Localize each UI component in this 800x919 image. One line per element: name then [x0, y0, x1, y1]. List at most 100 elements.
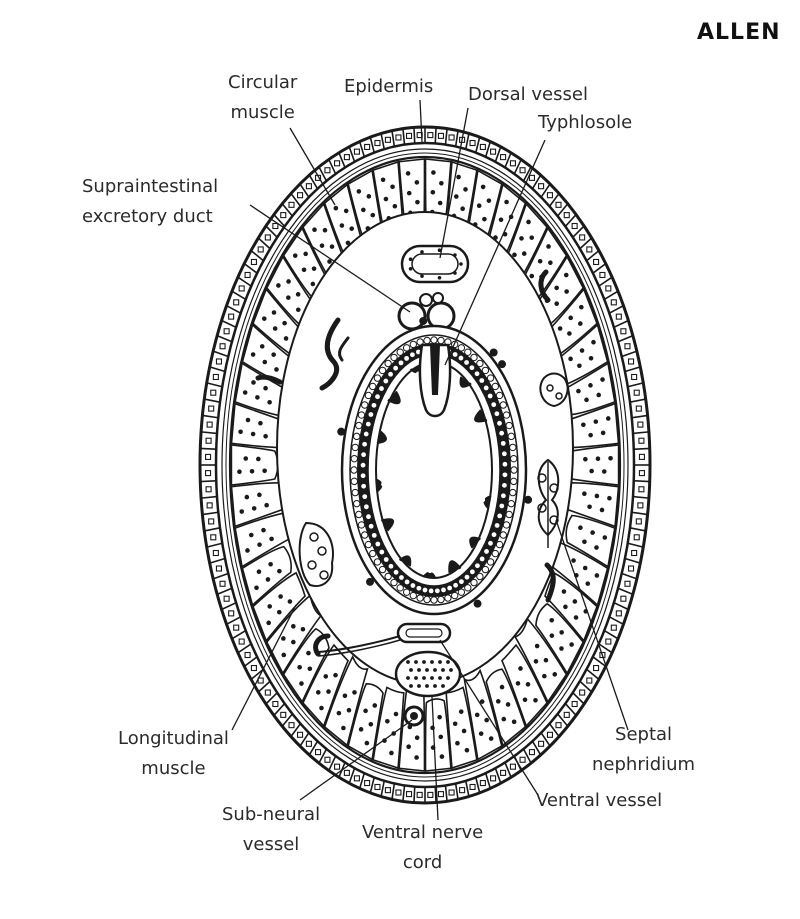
epidermis-cell-wall [216, 334, 233, 343]
label-line: Sub-neural [222, 804, 321, 825]
muscle-dot [478, 731, 484, 736]
epidermis-cell-wall [290, 723, 302, 737]
intestine-cell [364, 540, 373, 549]
intestine-cell [479, 378, 485, 383]
epidermis-cell-wall [231, 290, 247, 301]
nerve-dot [414, 676, 418, 680]
intestine-cell [402, 588, 411, 596]
muscle-dot [299, 681, 304, 686]
muscle-dot [256, 456, 261, 462]
epidermis-cell-wall [603, 629, 619, 640]
epidermis-cell-nucleus [405, 132, 413, 139]
muscle-dot [238, 429, 243, 435]
muscle-dot [358, 727, 364, 732]
label-line: muscle [230, 102, 295, 123]
muscle-dot [312, 227, 317, 233]
muscle-dot [306, 650, 311, 656]
epidermis-cell-wall [265, 692, 278, 705]
muscle-dot [437, 200, 443, 206]
epidermis-cell-wall [281, 203, 294, 217]
muscle-dot [464, 747, 470, 753]
muscle-dot [458, 709, 464, 714]
epidermis-cell-nucleus [624, 343, 631, 350]
muscle-dot [554, 285, 559, 291]
intestine-cell [410, 352, 415, 358]
intestine-cell [378, 565, 387, 574]
epidermis-cell-nucleus [238, 638, 245, 645]
epidermis-cell-wall [391, 130, 396, 147]
muscle-dot [245, 548, 250, 553]
muscle-dot [361, 207, 366, 213]
label-line: Circular [228, 72, 298, 93]
epidermis-cell-nucleus [490, 775, 497, 782]
brand-logo: ALLEN [697, 20, 781, 45]
muscle-dot [250, 352, 256, 357]
label-epidermis: Epidermis [344, 76, 434, 97]
epidermis-cell-wall [548, 193, 560, 207]
muscle-dot [518, 666, 523, 671]
epidermis-cell-nucleus [228, 610, 235, 617]
epidermis-cell-nucleus [257, 677, 264, 684]
intestine-cell [416, 594, 424, 602]
muscle-dot [266, 620, 271, 626]
muscle-dot [329, 244, 335, 249]
intestine-cell [457, 588, 466, 596]
intestine-cell [499, 430, 505, 436]
epidermis-cell-nucleus [620, 595, 627, 602]
intestine-cell [500, 493, 506, 499]
intestine-cell [487, 393, 493, 399]
epidermis-cell-wall [540, 732, 551, 747]
intestine-cell [373, 374, 382, 382]
muscle-blob [347, 682, 384, 761]
epidermis-cell-wall [290, 193, 302, 207]
muscle-dot [258, 420, 263, 426]
epidermis-cell-nucleus [250, 258, 257, 266]
epidermis-cell-wall [613, 601, 629, 611]
muscle-dot [588, 355, 594, 361]
muscle-dot [261, 527, 266, 533]
epidermis-cell-nucleus [579, 234, 586, 241]
intestine-cell [509, 477, 518, 486]
intestine-cell [430, 336, 438, 344]
muscle-dot [601, 469, 607, 474]
muscle-dot [542, 673, 547, 679]
intestine-cell [507, 499, 515, 508]
muscle-dot [482, 216, 487, 222]
fold-cell [465, 533, 471, 538]
muscle-dot [512, 252, 517, 258]
epidermis-cell-nucleus [272, 700, 279, 708]
epidermis-cell-wall [475, 777, 481, 794]
intestine-cell [399, 575, 404, 580]
epidermis-cell-wall [513, 159, 522, 175]
epidermis-cell-wall [613, 319, 629, 329]
muscle-dot [343, 208, 349, 214]
muscle-dot [333, 205, 339, 211]
epidermis-cell-wall [201, 495, 218, 499]
muscle-dot [263, 385, 268, 391]
muscle-dot [264, 502, 269, 508]
chloragogen-cell [489, 348, 498, 357]
muscle-dot [322, 227, 328, 233]
muscle-dot [389, 750, 394, 756]
epidermis-cell-nucleus [546, 731, 554, 738]
epidermis-cell-nucleus [343, 154, 350, 161]
muscle-dot [439, 180, 444, 186]
muscle-dot [250, 431, 256, 437]
intestine-cell [509, 443, 517, 452]
muscle-dot [534, 643, 540, 649]
intestine-cell [459, 579, 464, 585]
intestine-cell [390, 578, 398, 587]
muscle-dot [582, 565, 588, 571]
intestine-cell [453, 582, 458, 588]
intestine-cell [428, 588, 434, 594]
muscle-dot [336, 710, 342, 716]
intestine-cell [365, 421, 371, 427]
epidermis-cell-nucleus [324, 756, 331, 763]
intestine-cell [368, 412, 374, 417]
epidermis-cell-nucleus [509, 763, 516, 770]
muscle-dot [529, 273, 535, 279]
intestine-cell [486, 374, 495, 382]
epidermis-cell-nucleus [437, 132, 445, 139]
label-septal-nephridium: Septal nephridium [592, 720, 695, 780]
epidermis-cell-nucleus [250, 664, 257, 672]
